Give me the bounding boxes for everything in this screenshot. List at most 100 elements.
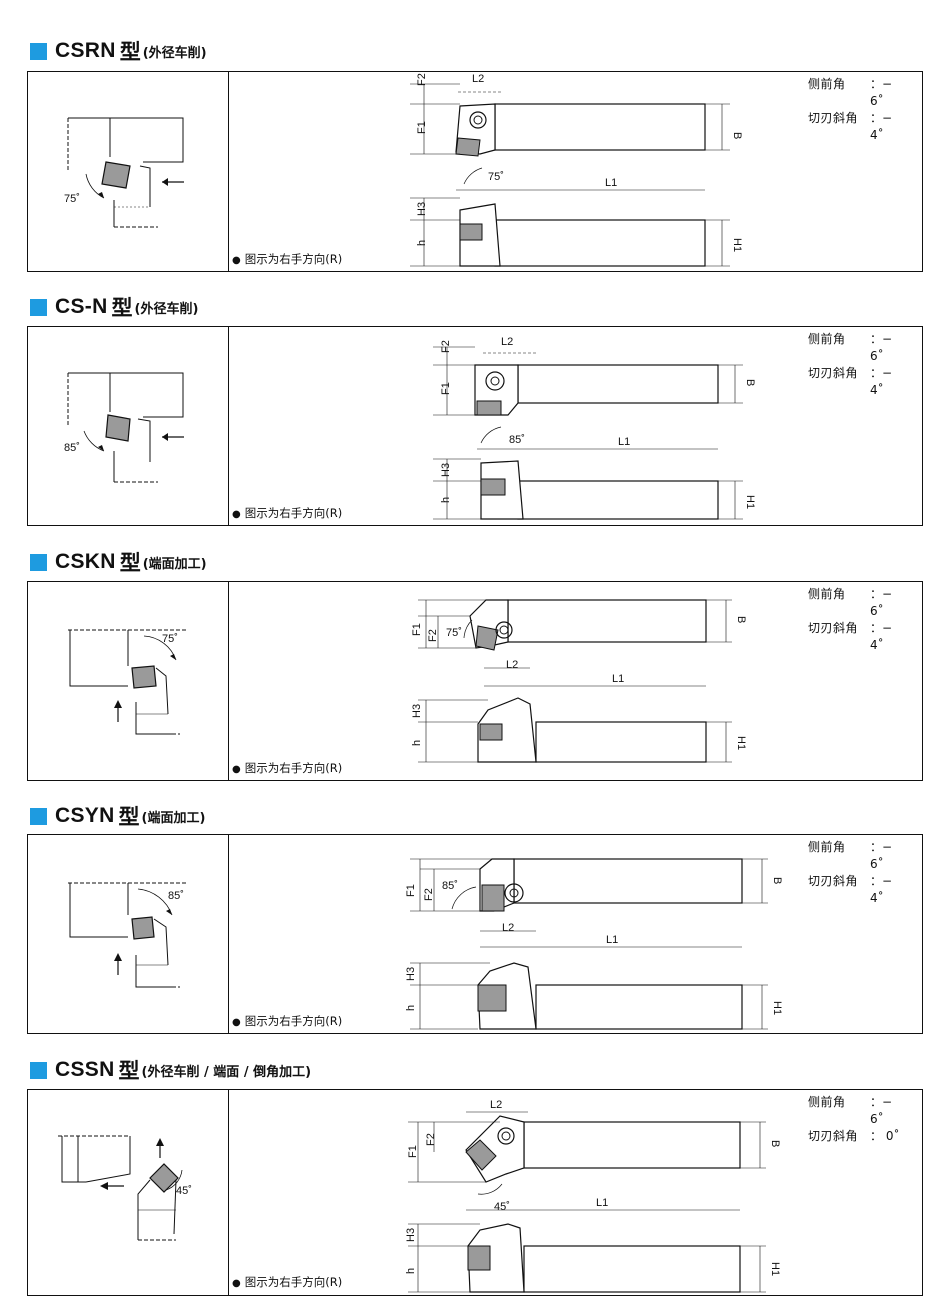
section-description: (端面加工): [142, 556, 207, 572]
dim-label: F1: [407, 1145, 419, 1158]
dim-label: H1: [731, 238, 743, 252]
dim-label: H3: [405, 967, 417, 981]
incline-label: 切刃斜角: [808, 366, 859, 380]
insert-icon: [477, 984, 507, 1012]
dim-label: B: [735, 616, 747, 623]
side-rake-value: ：− 6˚: [870, 587, 893, 618]
side-rake-label: 侧前角: [808, 840, 846, 854]
dim-label: H1: [769, 1262, 781, 1276]
hand-note: ●图示为右手方向(R): [232, 252, 343, 266]
clamp-screw-icon: [497, 1127, 515, 1145]
top-angle-label: 85˚: [509, 434, 525, 446]
dim-label: H3: [440, 463, 452, 477]
incline-label: 切刃斜角: [808, 1129, 859, 1143]
tool-drawing: F2 L2 F1 B 75˚ L1 H3 h H1: [410, 73, 743, 267]
incline-label: 切刃斜角: [808, 874, 859, 888]
section-description: (外径车削): [134, 301, 199, 317]
hand-note: ●图示为右手方向(R): [232, 761, 343, 775]
dim-label: F1: [416, 121, 428, 134]
clamp-screw-icon: [485, 371, 505, 391]
dim-label: B: [744, 379, 756, 386]
incline-label: 切刃斜角: [808, 111, 859, 125]
hand-note: ●图示为右手方向(R): [232, 1275, 343, 1289]
dim-label: L2: [502, 922, 514, 934]
top-angle-label: 45˚: [494, 1201, 510, 1213]
side-rake-value: ：− 6˚: [870, 77, 893, 108]
tool-drawing: F1 F2 L2 B 85˚ L1 H3 h H1: [405, 858, 783, 1030]
panel-divider: [228, 327, 229, 525]
blue-square-icon: [30, 553, 47, 571]
dim-label: L2: [506, 659, 518, 671]
dim-label: H1: [744, 495, 756, 509]
hand-note-text: 图示为右手方向(R): [244, 252, 343, 266]
dim-label: H3: [411, 704, 423, 718]
side-rake-value: ：− 6˚: [870, 1095, 893, 1126]
head-side: [477, 962, 537, 1030]
section-type-char: 型: [118, 1059, 140, 1083]
top-angle-label: 85˚: [442, 880, 458, 892]
dim-label: F2: [423, 888, 435, 901]
insert-icon: [459, 223, 483, 241]
left-angle-label: 45˚: [176, 1185, 192, 1197]
dim-label: L1: [618, 436, 630, 448]
dim-label: h: [405, 1005, 417, 1011]
blue-square-icon: [30, 42, 47, 60]
shank-side: [517, 480, 719, 520]
angle-spec: 侧前角 ：− 6˚ 切刃斜角 ： 0˚: [808, 1094, 906, 1145]
insert-icon: [455, 137, 481, 157]
dim-label: h: [405, 1268, 417, 1274]
panel-divider: [228, 72, 229, 271]
side-rake-value: ：− 6˚: [870, 332, 893, 363]
dim-label: H1: [771, 1001, 783, 1015]
side-rake-label: 侧前角: [808, 77, 846, 91]
shank-top: [494, 103, 706, 151]
shank-top: [507, 599, 707, 643]
insert-icon: [465, 1139, 497, 1171]
workpiece-diagram: 85˚: [64, 372, 184, 483]
left-angle-label: 75˚: [64, 193, 80, 205]
insert-icon: [131, 665, 157, 689]
angle-spec: 侧前角 ：− 6˚ 切刃斜角 ：− 4˚: [808, 76, 906, 144]
blue-square-icon: [30, 1061, 47, 1079]
incline-value: ： 0˚: [870, 1129, 900, 1143]
shank-side: [494, 219, 706, 267]
left-angle-label: 75˚: [162, 633, 178, 645]
tool-drawing: F1 F2 L2 B 75˚ L1 H3 h H1: [411, 599, 747, 763]
angle-spec: 侧前角：− 6˚ 切刃斜角：− 4˚: [808, 586, 906, 654]
dim-label: H3: [416, 202, 428, 216]
dim-label: B: [769, 1140, 781, 1147]
clamp-screw-icon: [469, 111, 487, 129]
dim-label: h: [411, 740, 423, 746]
dim-label: F2: [416, 73, 428, 86]
top-angle-label: 75˚: [446, 627, 462, 639]
dim-label: F1: [405, 884, 417, 897]
dim-label: F2: [425, 1133, 437, 1146]
panel-cskn: 侧前角：− 6˚ 切刃斜角：− 4˚ ●图示为右手方向(R) 75˚: [27, 581, 923, 781]
insert-icon: [481, 884, 505, 912]
side-rake-label: 侧前角: [808, 1095, 846, 1109]
blue-square-icon: [30, 298, 47, 316]
incline-label: 切刃斜角: [808, 621, 859, 635]
dim-label: F2: [427, 629, 439, 642]
dim-label: L1: [612, 673, 624, 685]
dim-label: H1: [735, 736, 747, 750]
incline-value: ：− 4˚: [870, 621, 893, 652]
section-type-char: 型: [119, 40, 141, 64]
clamp-screw-icon: [504, 883, 524, 903]
panel-divider: [228, 1090, 229, 1295]
hand-note: ●图示为右手方向(R): [232, 1014, 343, 1028]
dim-label: F1: [440, 382, 452, 395]
incline-value: ：− 4˚: [870, 366, 893, 397]
dim-label: H3: [405, 1228, 417, 1242]
dim-label: B: [731, 132, 743, 139]
panel-csyn: 侧前角：− 6˚ 切刃斜角：− 4˚ ●图示为右手方向(R) 85˚: [27, 834, 923, 1034]
panel-csrn: 侧前角 ：− 6˚ 切刃斜角 ：− 4˚ ●图示为右手方向(R) 75˚: [27, 71, 923, 272]
dim-label: L2: [472, 73, 484, 85]
section-title-cskn: CSKN 型 (端面加工): [30, 549, 207, 575]
insert-icon: [476, 400, 502, 416]
section-code: CSSN: [55, 1058, 115, 1081]
workpiece-diagram: 75˚: [64, 117, 184, 228]
shank-side: [535, 984, 743, 1030]
incline-value: ：− 4˚: [870, 111, 893, 142]
dim-label: F2: [440, 340, 452, 353]
